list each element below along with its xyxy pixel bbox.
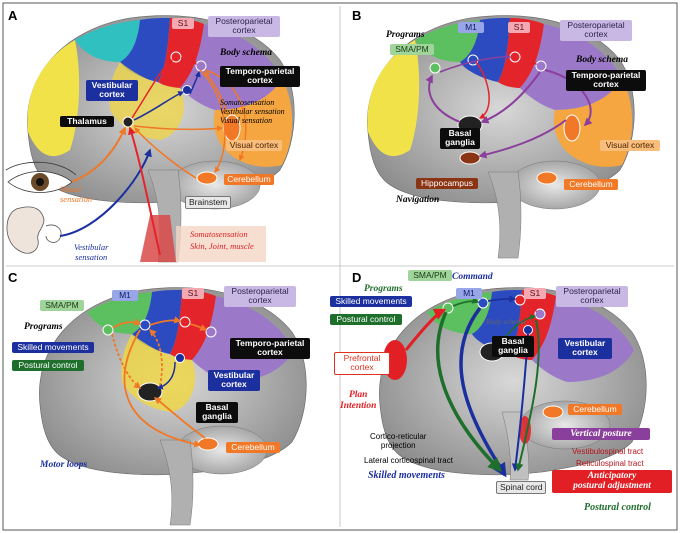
d-skilled-movements-label: Skilled movements xyxy=(330,296,412,308)
b-cerebellum-label: Cerebellum xyxy=(564,179,618,191)
b-sma-pm-label: SMA/PM xyxy=(390,44,434,56)
c-m1-label: M1 xyxy=(112,290,138,302)
d-m1-label: M1 xyxy=(456,288,482,300)
c-vestibular-cortex-label: Vestibular cortex xyxy=(208,370,260,391)
d-anticipatory-adjustment-label: Anticipatory postural adjustment xyxy=(552,470,672,493)
b-body-schema-label: Body schema xyxy=(576,55,628,65)
a-skin-joint-muscle-label: Skin, Joint, muscle xyxy=(190,241,254,251)
panel-c-art xyxy=(39,287,307,526)
d-command-label: Command xyxy=(452,272,493,282)
d-cortico-reticular-label: Cortico-reticular projection xyxy=(370,432,427,451)
d-posteroparietal-label: Posteroparietal cortex xyxy=(556,286,628,307)
panel-b-art xyxy=(367,15,635,259)
c-s1-label: S1 xyxy=(182,288,204,300)
d-vestibulospinal-label: Vestibulospinal tract xyxy=(572,447,644,456)
c-basal-ganglia-label: Basal ganglia xyxy=(196,402,238,423)
c-posteroparietal-label: Posteroparietal cortex xyxy=(224,286,296,307)
d-cerebellum-label: Cerebellum xyxy=(568,404,622,416)
a-cerebellum-label: Cerebellum xyxy=(224,174,274,186)
a-brainstem-label: Brainstem xyxy=(185,196,231,210)
c-sma-pm-label: SMA/PM xyxy=(40,300,84,312)
a-temporo-parietal-label: Temporo-parietal cortex xyxy=(220,66,300,87)
c-temporo-parietal-label: Temporo-parietal cortex xyxy=(230,338,310,359)
b-m1-label: M1 xyxy=(458,22,484,34)
a-vestibular-cortex-label: Vestibular cortex xyxy=(86,80,138,101)
d-plan-intention-label: Plan Intention xyxy=(340,390,377,411)
d-spinal-cord-label: Spinal cord xyxy=(496,481,546,495)
c-skilled-movements-label: Skilled movements xyxy=(12,342,94,354)
a-body-schema-label: Body schema xyxy=(220,48,272,58)
d-lateral-corticospinal-label: Lateral corticospinal tract xyxy=(364,456,453,465)
panel-b-letter: B xyxy=(352,8,362,23)
a-visual-cortex-label: Visual cortex xyxy=(226,140,282,152)
d-vestibular-cortex-label: Vestibular cortex xyxy=(558,338,612,359)
d-postural-control-label: Postural control xyxy=(330,314,402,326)
d-reticulospinal-label: Reticulospinal tract xyxy=(576,459,644,468)
a-thalamus-label: Thalamus xyxy=(60,116,114,128)
panel-c-letter: C xyxy=(8,270,18,285)
b-hippocampus-label: Hippocampus xyxy=(416,178,478,190)
panel-d-letter: D xyxy=(352,270,362,285)
d-programs-label: Programs xyxy=(364,284,403,294)
a-s1-label: S1 xyxy=(172,18,194,30)
c-cerebellum-label: Cerebellum xyxy=(226,442,280,454)
d-skilled-movements-caption: Skilled movements xyxy=(368,470,445,481)
b-programs-label: Programs xyxy=(386,30,425,40)
c-motor-loops-label: Motor loops xyxy=(40,460,88,470)
d-s1-label: S1 xyxy=(524,288,546,300)
b-temporo-parietal-label: Temporo-parietal cortex xyxy=(566,70,646,91)
b-visual-cortex-label: Visual cortex xyxy=(600,140,660,152)
c-postural-control-label: Postural control xyxy=(12,360,84,372)
b-navigation-label: Navigation xyxy=(396,195,440,205)
d-sma-pm-label: SMA/PM xyxy=(408,270,452,282)
a-posteroparietal-label: Posteroparietal cortex xyxy=(208,16,280,37)
d-postural-control-caption: Postural control xyxy=(584,502,651,513)
b-s1-label: S1 xyxy=(508,22,530,34)
a-visual-sensation-label: Visual sensation xyxy=(60,184,93,204)
b-posteroparietal-label: Posteroparietal cortex xyxy=(560,20,632,41)
d-prefrontal-cortex-label: Prefrontal cortex xyxy=(334,352,390,375)
d-basal-ganglia-label: Basal ganglia xyxy=(492,336,534,357)
a-somatosensation-label: Somatosensation xyxy=(190,229,248,239)
d-body-schema-label: Body schema xyxy=(486,317,526,326)
d-vertical-posture-label: Vertical posture xyxy=(552,428,650,441)
panel-a-letter: A xyxy=(8,8,18,23)
a-sensations-list: Somatosensation Vestibular sensation Vis… xyxy=(220,98,285,126)
b-basal-ganglia-label: Basal ganglia xyxy=(440,128,480,149)
a-vestibular-sensation-label: Vestibular sensation xyxy=(74,242,109,262)
c-programs-label: Programs xyxy=(24,322,63,332)
